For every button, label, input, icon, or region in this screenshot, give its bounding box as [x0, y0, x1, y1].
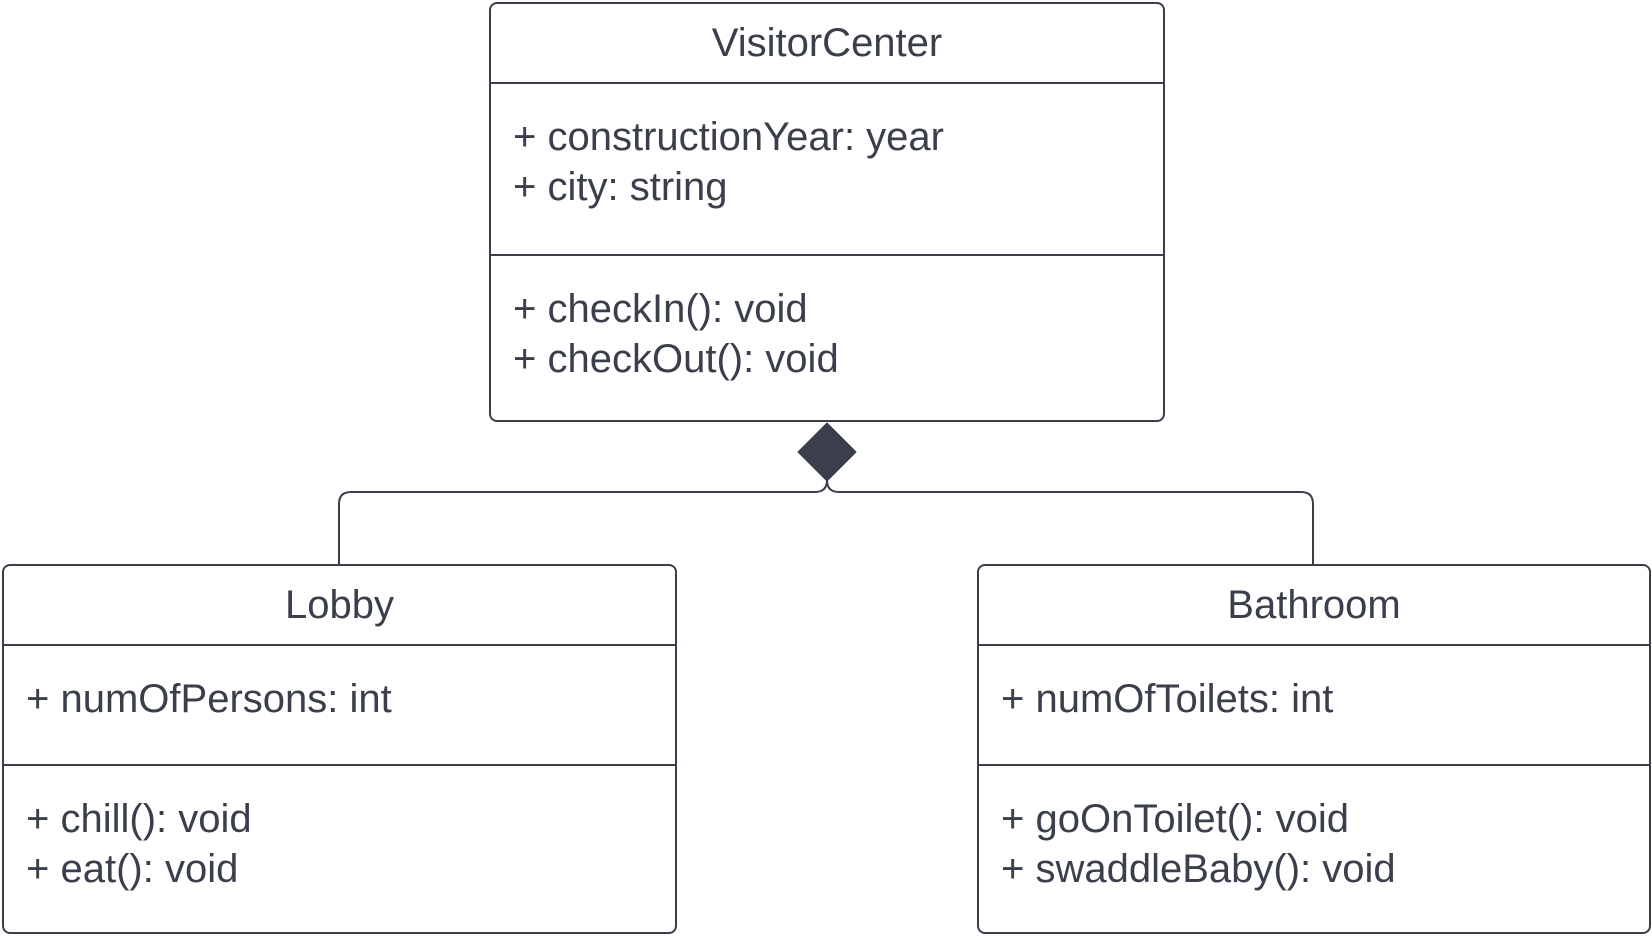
connector-visitorcenter-lobby[interactable]	[338, 479, 828, 564]
attributes-section: + constructionYear: year + city: string	[491, 84, 1163, 256]
composition-diamond-icon	[797, 422, 857, 482]
attribute: + constructionYear: year	[513, 115, 944, 159]
method: + chill(): void	[26, 797, 252, 841]
attribute: + numOfPersons: int	[26, 677, 392, 721]
method: + checkIn(): void	[513, 287, 808, 331]
method: + goOnToilet(): void	[1001, 797, 1349, 841]
class-lobby[interactable]: Lobby + numOfPersons: int + chill(): voi…	[2, 564, 677, 934]
class-bathroom[interactable]: Bathroom + numOfToilets: int + goOnToile…	[977, 564, 1651, 934]
methods-section: + goOnToilet(): void + swaddleBaby(): vo…	[979, 766, 1649, 894]
class-visitor-center[interactable]: VisitorCenter + constructionYear: year +…	[489, 2, 1165, 422]
attribute: + numOfToilets: int	[1001, 677, 1334, 721]
connector-visitorcenter-bathroom[interactable]	[826, 479, 1314, 564]
attribute: + city: string	[513, 165, 728, 209]
method: + checkOut(): void	[513, 337, 839, 381]
class-name: VisitorCenter	[491, 4, 1163, 84]
class-name: Lobby	[4, 566, 675, 646]
methods-section: + checkIn(): void + checkOut(): void	[491, 256, 1163, 384]
method: + eat(): void	[26, 847, 239, 891]
attributes-section: + numOfToilets: int	[979, 646, 1649, 766]
methods-section: + chill(): void + eat(): void	[4, 766, 675, 894]
method: + swaddleBaby(): void	[1001, 847, 1396, 891]
class-name: Bathroom	[979, 566, 1649, 646]
attributes-section: + numOfPersons: int	[4, 646, 675, 766]
